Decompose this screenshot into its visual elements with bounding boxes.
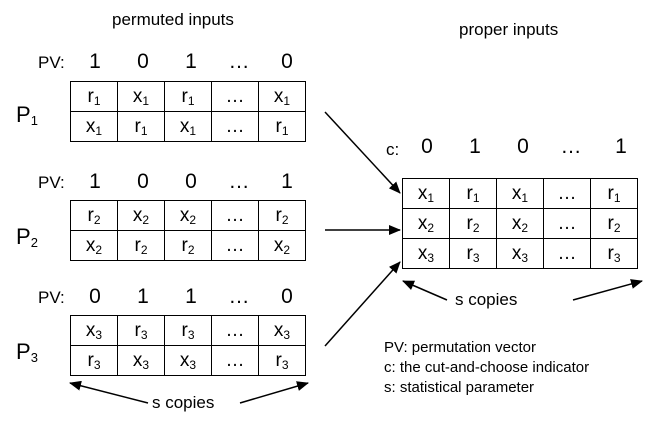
copies-arrow-left-right [239,381,309,404]
table-cell: x3 [402,238,450,269]
table-cell: x3 [117,345,165,376]
arrow-p3-to-proper [324,261,401,347]
table-cell: r1 [70,81,118,112]
table-cell: r3 [258,345,306,376]
table-cell: … [211,315,259,346]
table-cell: x2 [258,230,306,261]
table-cell: x1 [70,111,118,142]
pv-value: 1 [89,170,101,193]
table-cell: x1 [258,81,306,112]
proper-inputs-title: proper inputs [459,20,559,39]
permuted-table-p3: x3 r3 r3 … x3 r3 x3 x3 … r3 [70,315,306,376]
table-cell: x3 [496,238,544,269]
legend-c: c: the cut-and-choose indicator [384,359,590,376]
party-label-p1: P1 [16,102,38,128]
c-value: 0 [517,135,529,158]
pv-value: 1 [185,285,197,308]
legend: PV: permutation vector c: the cut-and-ch… [384,338,589,398]
table-cell: r2 [117,230,165,261]
table-cell: … [211,230,259,261]
table-cell: r2 [70,200,118,231]
copies-label-right: s copies [455,290,518,309]
legend-pv: PV: permutation vector [384,339,537,356]
pv-value: 0 [137,50,149,73]
pv-value: … [228,50,250,73]
pv-value: 1 [281,170,293,193]
copies-label-left: s copies [152,393,215,412]
party-label-p2: P2 [16,224,38,250]
table-cell: … [211,345,259,376]
pv-value: 0 [137,170,149,193]
copies-arrow-left-left [69,380,149,404]
table-cell: r1 [590,178,638,209]
pv-value: … [228,170,250,193]
pv-value: 1 [89,50,101,73]
table-cell: x2 [70,230,118,261]
table-cell: x1 [117,81,165,112]
table-cell: … [543,238,591,269]
table-cell: … [211,81,259,112]
copies-arrow-right-right [572,279,643,301]
table-cell: x2 [164,200,212,231]
permuted-table-p2: r2 x2 x2 … r2 x2 r2 r2 … x2 [70,200,306,261]
table-cell: x1 [402,178,450,209]
c-value: 0 [421,135,433,158]
table-cell: r1 [164,81,212,112]
table-cell: x3 [164,345,212,376]
table-cell: x3 [70,315,118,346]
table-cell: r2 [590,208,638,239]
permuted-inputs-title: permuted inputs [112,10,234,29]
copies-arrow-right-left [402,280,448,301]
table-cell: x2 [402,208,450,239]
table-cell: r3 [590,238,638,269]
pv-label-p1: PV: [38,53,65,72]
table-cell: x3 [258,315,306,346]
proper-inputs-table: x1 r1 x1 … r1 x2 r2 x2 … r2 x3 r3 x3 … r… [402,178,638,269]
table-cell: r3 [70,345,118,376]
c-value: 1 [469,135,481,158]
pv-value: 0 [281,285,293,308]
pv-value: … [228,285,250,308]
c-value: … [560,135,582,158]
pv-label-p3: PV: [38,288,65,307]
table-cell: r3 [449,238,497,269]
table-cell: r1 [258,111,306,142]
arrow-p1-to-proper [324,111,401,194]
table-cell: x1 [496,178,544,209]
table-cell: r2 [164,230,212,261]
pv-value: 0 [89,285,101,308]
pv-value: 0 [185,170,197,193]
table-cell: … [211,111,259,142]
pv-label-p2: PV: [38,173,65,192]
pv-value: 0 [281,50,293,73]
party-label-p3: P3 [16,339,38,365]
pv-value: 1 [137,285,149,308]
legend-s: s: statistical parameter [384,379,535,396]
pv-value: 1 [185,50,197,73]
permuted-table-p1: r1 x1 r1 … x1 x1 r1 x1 … r1 [70,81,306,142]
table-cell: r1 [117,111,165,142]
c-label: c: [386,140,400,159]
c-value: 1 [615,135,627,158]
